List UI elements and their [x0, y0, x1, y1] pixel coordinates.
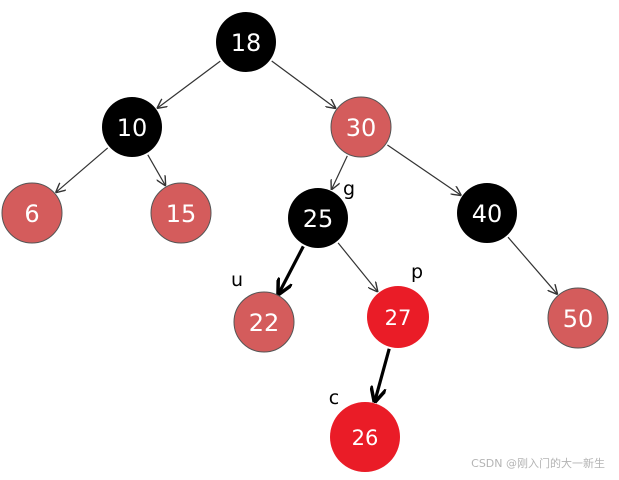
node-value: 22 — [249, 309, 280, 337]
node-circle — [216, 12, 276, 72]
node-value: 27 — [385, 306, 412, 330]
tree-node-25: 25 — [288, 188, 348, 248]
tree-node-22: 22 — [233, 291, 295, 353]
node-value: 26 — [352, 426, 379, 450]
tree-node-27: 27 — [367, 286, 429, 348]
role-label-p: p — [411, 261, 423, 283]
role-labels: g u p c — [231, 178, 423, 409]
edge-10-to-6 — [56, 147, 109, 192]
node-circle — [102, 97, 162, 157]
node-circle — [233, 291, 295, 353]
tree-node-26: 26 — [330, 402, 400, 472]
node-circle — [150, 182, 212, 244]
edge-27-to-26 — [375, 348, 391, 402]
node-circle — [367, 286, 429, 348]
tree-nodes: 18 10 30 6 15 25 40 22 27 50 26 — [1, 12, 609, 472]
node-value: 18 — [231, 29, 262, 57]
node-circle — [288, 188, 348, 248]
node-value: 40 — [472, 200, 503, 228]
edge-18-to-30 — [271, 60, 336, 108]
edge-25-to-27 — [337, 242, 377, 291]
tree-edges — [56, 60, 557, 402]
edge-30-to-25 — [332, 155, 348, 189]
node-value: 10 — [117, 114, 148, 142]
tree-node-18: 18 — [216, 12, 276, 72]
tree-node-15: 15 — [150, 182, 212, 244]
tree-node-30: 30 — [330, 96, 392, 158]
node-value: 30 — [346, 114, 377, 142]
node-circle — [330, 402, 400, 472]
edge-25-to-22 — [279, 245, 305, 293]
tree-node-6: 6 — [1, 182, 63, 244]
node-value: 25 — [303, 205, 334, 233]
role-label-g: g — [343, 178, 355, 200]
tree-node-40: 40 — [457, 183, 517, 243]
edge-10-to-15 — [147, 154, 165, 185]
edge-40-to-50 — [507, 236, 557, 294]
tree-node-10: 10 — [102, 97, 162, 157]
node-circle — [330, 96, 392, 158]
node-circle — [457, 183, 517, 243]
edge-18-to-10 — [158, 60, 221, 108]
node-value: 15 — [166, 200, 197, 228]
node-circle — [1, 182, 63, 244]
role-label-u: u — [231, 269, 243, 291]
node-value: 6 — [24, 200, 39, 228]
node-circle — [547, 287, 609, 349]
csdn-watermark: CSDN @刚入门的大一新生 — [471, 457, 605, 470]
role-label-c: c — [329, 387, 339, 409]
edge-30-to-40 — [387, 144, 460, 195]
node-value: 50 — [563, 305, 594, 333]
tree-node-50: 50 — [547, 287, 609, 349]
